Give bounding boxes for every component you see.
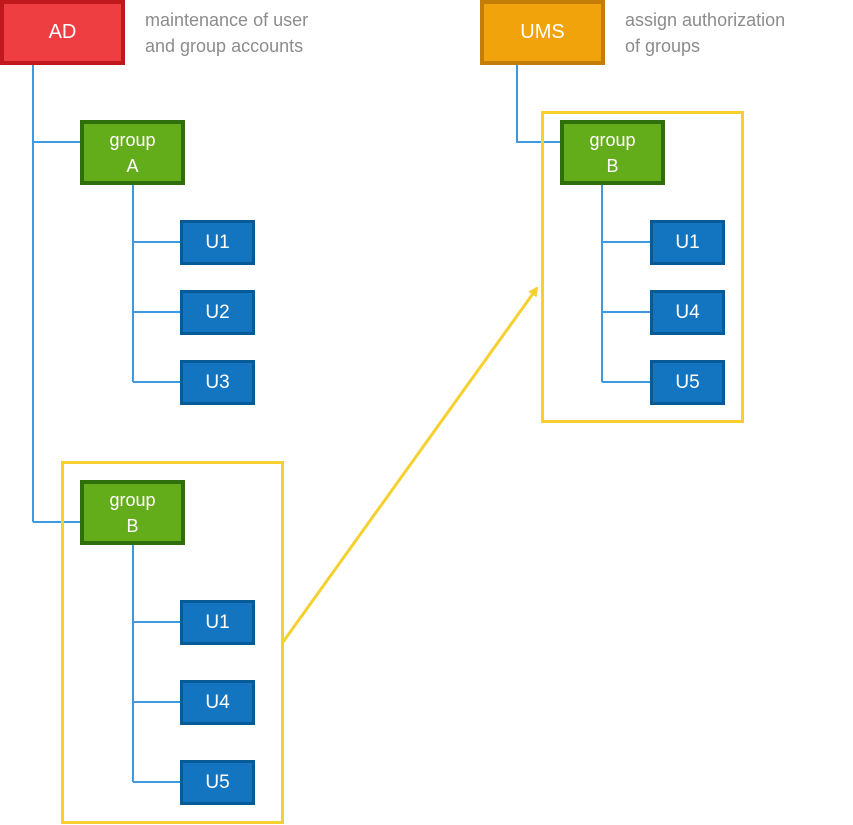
ums-node: UMS (480, 0, 605, 65)
user-label: U5 (205, 771, 230, 793)
ums-group-b-highlight-frame (541, 111, 744, 423)
ad-node: AD (0, 0, 125, 65)
ad-label: AD (48, 21, 77, 43)
group-label: group B (109, 489, 156, 536)
ums-caption: assign authorization of groups (625, 10, 786, 56)
user-node: U2 (180, 290, 255, 335)
user-node: U4 (180, 680, 255, 725)
user-label: U1 (675, 231, 700, 253)
user-label: U2 (205, 301, 230, 323)
ums-label: UMS (520, 21, 565, 43)
ad-group-a-node: group A (80, 120, 185, 185)
ums-to-group-b-line (516, 65, 562, 143)
user-node: U1 (650, 220, 725, 265)
ad-group-b-node: group B (80, 480, 185, 545)
ad-caption: maintenance of user and group accounts (145, 10, 309, 56)
user-node: U1 (180, 600, 255, 645)
user-node: U3 (180, 360, 255, 405)
user-node: U1 (180, 220, 255, 265)
user-node: U5 (180, 760, 255, 805)
user-label: U4 (205, 691, 230, 713)
ums-group-b-node: group B (560, 120, 665, 185)
group-label: group A (109, 129, 156, 176)
user-label: U5 (675, 371, 700, 393)
sync-arrow (281, 286, 539, 643)
user-node: U5 (650, 360, 725, 405)
user-label: U1 (205, 231, 230, 253)
user-label: U1 (205, 611, 230, 633)
user-node: U4 (650, 290, 725, 335)
ad-group-b-highlight-frame (61, 461, 284, 824)
group-label: group B (589, 129, 636, 176)
user-label: U3 (205, 371, 230, 393)
user-label: U4 (675, 301, 700, 323)
